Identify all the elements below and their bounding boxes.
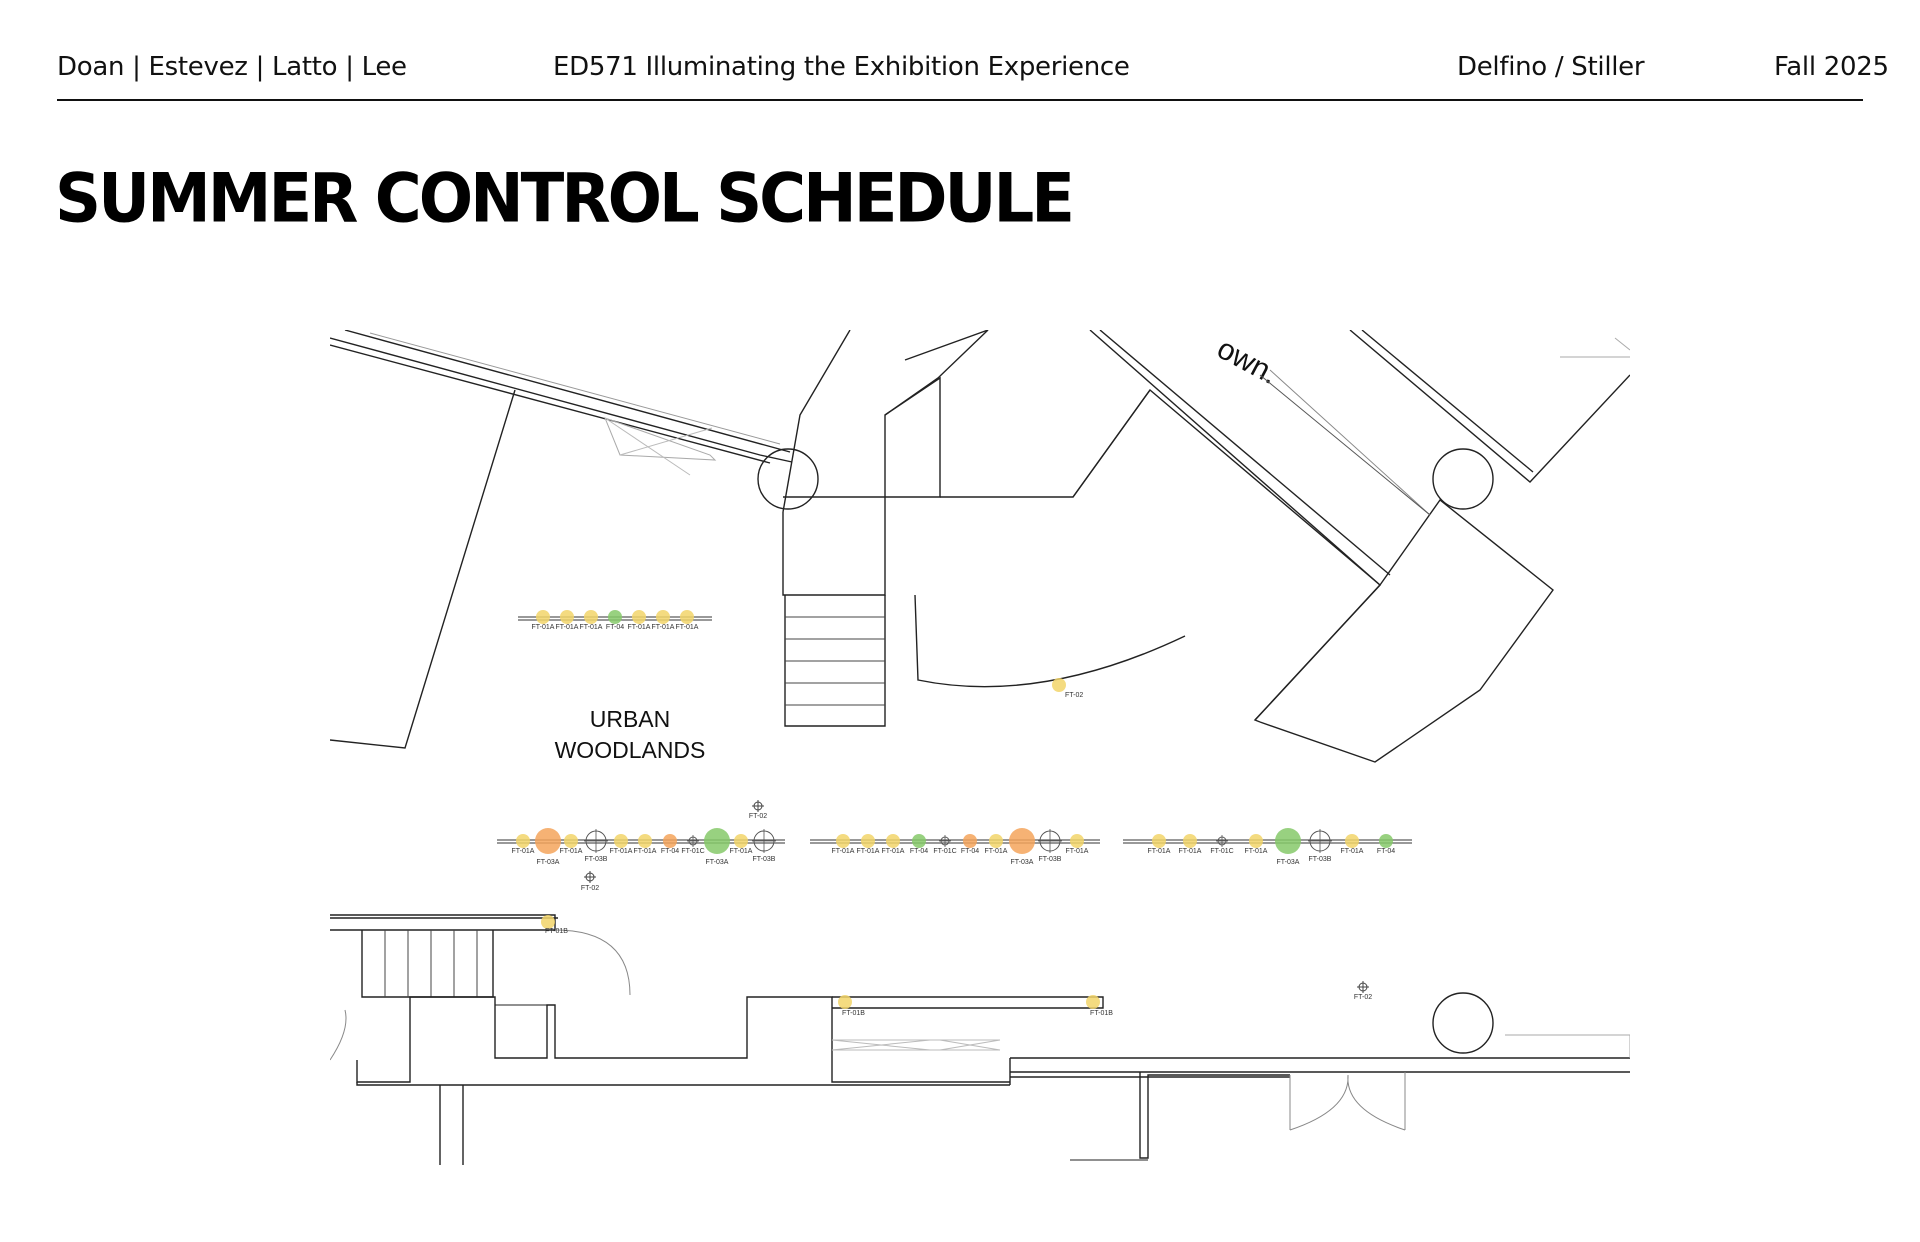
ft02-label-c: FT-02	[1354, 994, 1372, 1001]
plan-walls	[330, 330, 1630, 1165]
fixture-crosshair	[939, 835, 951, 847]
fixture-ft-01a	[516, 834, 530, 848]
fixture-label: FT-01A	[857, 848, 880, 855]
header-authors: Doan | Estevez | Latto | Lee	[57, 52, 407, 82]
fixture-label: FT-03B	[1039, 856, 1062, 863]
fixture-ft-01a	[989, 834, 1003, 848]
fixture-label: FT-01A	[634, 848, 657, 855]
fixture-label: FT-01A	[560, 848, 583, 855]
fixture-label: FT-01A	[532, 624, 555, 631]
fixture-label: FT-03A	[1011, 859, 1034, 866]
fixture-ft01b-left	[838, 995, 852, 1009]
fixture-ft-01a	[638, 834, 652, 848]
fixture-ft-01a	[632, 610, 646, 624]
fixture-label: FT-01A	[676, 624, 699, 631]
ft02-label-d: FT-02	[1065, 692, 1083, 699]
fixture-label: FT-01A	[730, 848, 753, 855]
fixture-ft-01a	[584, 610, 598, 624]
fixture-crosshair	[687, 835, 699, 847]
fixture-crosshair	[584, 829, 608, 853]
fixture-label: FT-01A	[610, 848, 633, 855]
fixture-label: FT-01A	[580, 624, 603, 631]
header-course: ED571 Illuminating the Exhibition Experi…	[553, 52, 1130, 82]
fixture-ft-01a	[1152, 834, 1166, 848]
fixture-ft-04	[608, 610, 622, 624]
ft01b-label-a: FT-01B	[545, 928, 568, 935]
fixture-ft01b-stair	[541, 915, 555, 929]
fixture-label: FT-01A	[652, 624, 675, 631]
fixture-label: FT-01A	[556, 624, 579, 631]
ft02-marker-b	[584, 871, 596, 883]
fixture-label: FT-01A	[1179, 848, 1202, 855]
header-term: Fall 2025	[1774, 52, 1889, 82]
fixture-ft-04	[963, 834, 977, 848]
fixture-ft-01a	[1345, 834, 1359, 848]
fixture-ft-01a	[1249, 834, 1263, 848]
fixture-label: FT-04	[961, 848, 979, 855]
fixture-crosshair	[752, 829, 776, 853]
fixture-ft-03a	[1275, 828, 1301, 854]
fixture-label: FT-01A	[832, 848, 855, 855]
fixture-label: FT-04	[1377, 848, 1395, 855]
fixture-ft-01a	[1183, 834, 1197, 848]
fixture-ft-01a	[680, 610, 694, 624]
fixture-label: FT-01A	[1066, 848, 1089, 855]
fixture-label: FT-03B	[1309, 856, 1332, 863]
fixture-label: FT-01A	[1245, 848, 1268, 855]
fixture-crosshair	[1038, 829, 1062, 853]
fixture-label: FT-01C	[1210, 848, 1233, 855]
fixture-label: FT-01A	[985, 848, 1008, 855]
fixture-crosshair	[1216, 835, 1228, 847]
fixture-label: FT-01A	[628, 624, 651, 631]
fixture-label: FT-03A	[706, 859, 729, 866]
fixture-ft-01a	[1070, 834, 1084, 848]
room-label-line1: URBAN	[590, 706, 671, 732]
fixture-label: FT-03B	[585, 856, 608, 863]
room-label-line2: WOODLANDS	[555, 737, 706, 763]
fixture-label: FT-04	[606, 624, 624, 631]
fixture-ft-01a	[656, 610, 670, 624]
fixture-ft-04	[663, 834, 677, 848]
fixture-label: FT-04	[910, 848, 928, 855]
fixture-label: FT-01A	[1148, 848, 1171, 855]
fixture-label: FT-01A	[882, 848, 905, 855]
fixture-ft-04	[912, 834, 926, 848]
ft02-label-b: FT-02	[581, 885, 599, 892]
fixture-crosshair	[1308, 829, 1332, 853]
fixture-label: FT-03A	[537, 859, 560, 866]
fixture-label: FT-01A	[1341, 848, 1364, 855]
fixture-ft-01a	[560, 610, 574, 624]
fixture-ft-01a	[536, 610, 550, 624]
ft02-label-a: FT-02	[749, 813, 767, 820]
ft01b-label-c: FT-01B	[1090, 1010, 1113, 1017]
fixture-label: FT-01A	[512, 848, 535, 855]
fixture-label: FT-04	[661, 848, 679, 855]
header-instructors: Delfino / Stiller	[1457, 52, 1645, 82]
fixture-label: FT-01C	[933, 848, 956, 855]
fixture-ft-01a	[886, 834, 900, 848]
fixture-ft-01a	[564, 834, 578, 848]
fixture-label: FT-03B	[753, 856, 776, 863]
fixture-ft-03a	[1009, 828, 1035, 854]
ft02-marker-a	[752, 800, 764, 812]
fixture-ft-01a	[836, 834, 850, 848]
plan-fragment-text: own.	[1212, 332, 1283, 391]
page-title: SUMMER CONTROL SCHEDULE	[55, 160, 1075, 239]
fixture-ft-01a	[614, 834, 628, 848]
fixture-ft02-curve	[1052, 678, 1066, 692]
fixture-ft-04	[1379, 834, 1393, 848]
fixture-label: FT-01C	[681, 848, 704, 855]
header-divider	[57, 99, 1863, 101]
ft01b-label-b: FT-01B	[842, 1010, 865, 1017]
fixture-ft-01a	[861, 834, 875, 848]
fixture-ft-01a	[734, 834, 748, 848]
fixture-ft-03a	[535, 828, 561, 854]
ft02-marker-c	[1357, 981, 1369, 993]
fixture-ft01b-right	[1086, 995, 1100, 1009]
fixture-label: FT-03A	[1277, 859, 1300, 866]
fixture-ft-03a	[704, 828, 730, 854]
